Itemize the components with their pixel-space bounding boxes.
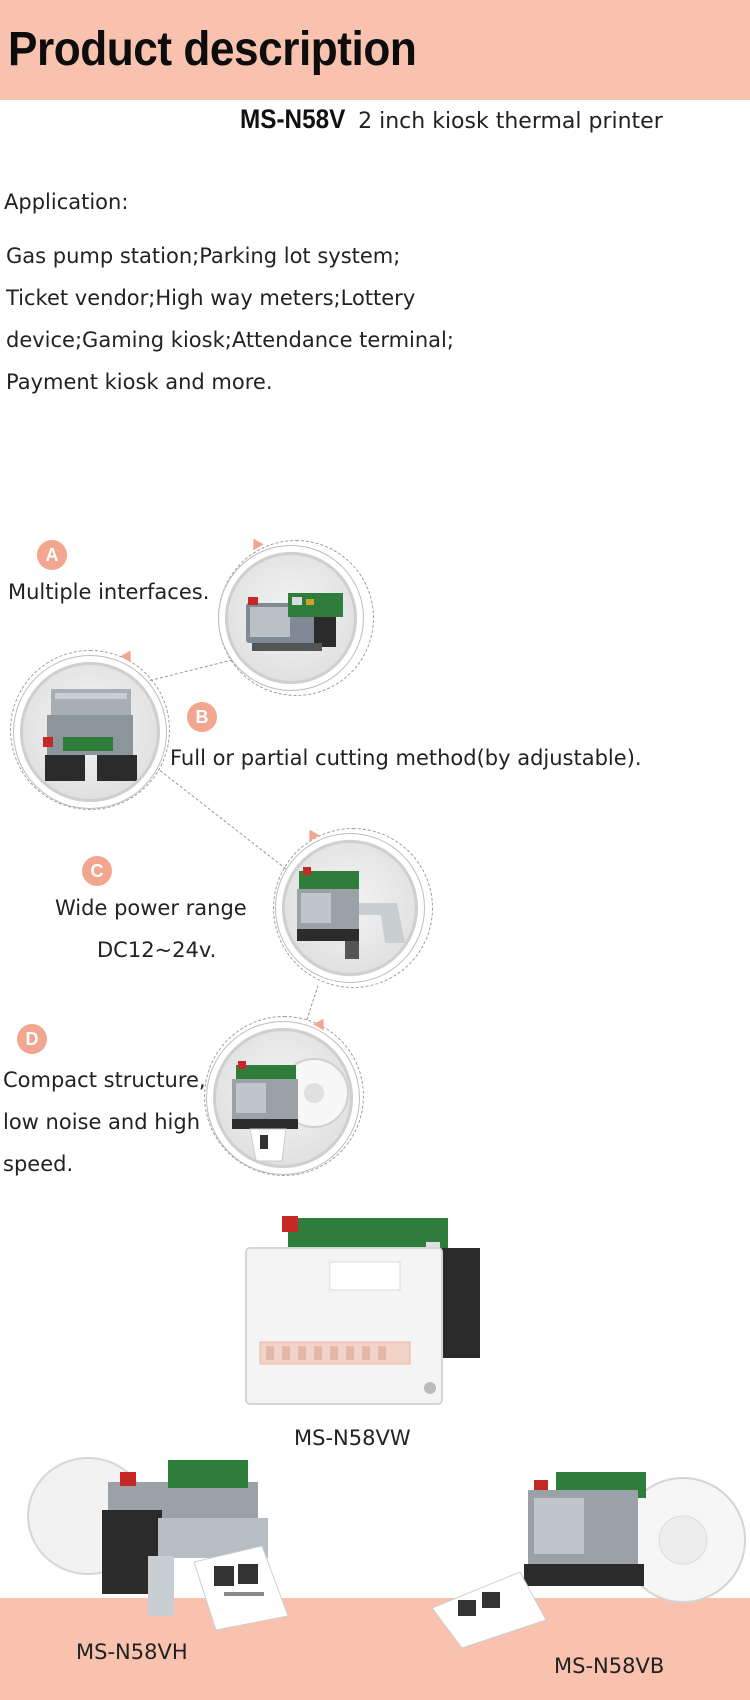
feature-d-text-line-2: low noise and high [3,1110,201,1134]
application-line: Ticket vendor;High way meters;Lottery [6,286,416,310]
product-label-vh: MS-N58VH [76,1640,188,1664]
application-label: Application: [4,190,129,214]
feature-c-text-line-2: DC12~24v. [97,938,217,962]
feature-c-text-line-1: Wide power range [55,896,247,920]
printer-mechanism-icon [43,689,137,781]
connector-line [306,985,319,1020]
printer-vw-icon [245,1216,480,1405]
feature-a-text: Multiple interfaces. [8,580,210,604]
printer-mechanism-icon [246,593,343,651]
printer-photo-b [20,662,160,802]
dash-ring [273,828,433,988]
application-line: Gas pump station;Parking lot system; [6,244,401,268]
connector-line [159,770,303,882]
printer-photo-d [213,1028,353,1168]
product-image-vb [428,1460,750,1650]
dash-ring [10,650,170,810]
badge-a: A [37,540,67,570]
header-band [0,0,750,100]
product-image-vh [18,1446,298,1636]
footer-band [0,1598,750,1700]
badge-b: B [187,702,217,732]
application-line: device;Gaming kiosk;Attendance terminal; [6,328,454,352]
printer-photo-a [225,552,357,684]
badge-c: C [82,856,112,886]
product-label-vb: MS-N58VB [554,1654,665,1678]
printer-vb-icon [431,1472,746,1649]
model-line: MS-N58V 2 inch kiosk thermal printer [240,104,663,135]
page-title: Product description [8,23,417,76]
printer-mechanism-icon [297,867,405,959]
dash-ring [204,1016,364,1176]
feature-d-text-line-3: speed. [3,1152,74,1176]
feature-d-text-line-1: Compact structure, [3,1068,206,1092]
printer-mechanism-icon [232,1058,349,1162]
printer-photo-c [282,840,418,976]
connector-line [149,659,233,681]
product-image-vw [240,1212,490,1412]
application-line: Payment kiosk and more. [6,370,273,394]
printer-vh-icon [27,1457,289,1631]
model-name: MS-N58V [240,104,346,134]
badge-d: D [17,1024,47,1054]
dash-ring [218,540,374,696]
feature-b-text: Full or partial cutting method(by adjust… [170,746,642,770]
model-description: 2 inch kiosk thermal printer [358,109,663,134]
product-label-vw: MS-N58VW [294,1426,411,1450]
